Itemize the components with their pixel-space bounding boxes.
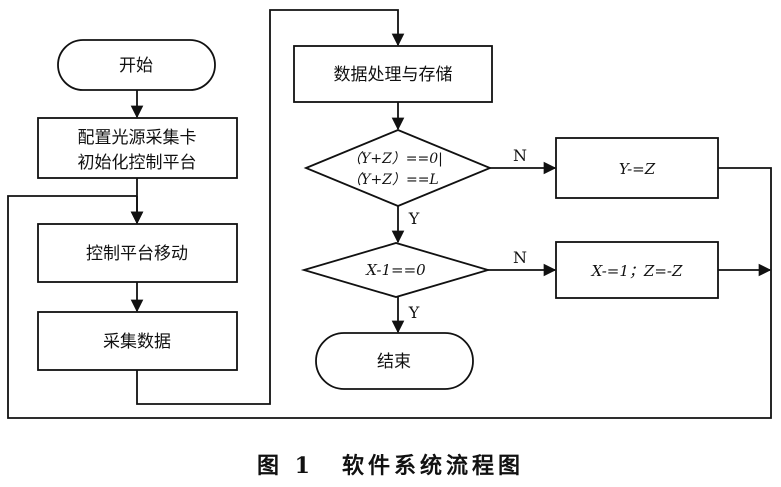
process-box	[293, 45, 493, 103]
config-label-line2: 初始化控制平台	[78, 153, 197, 173]
action1-label: Y-=Z	[619, 160, 656, 178]
figure-number: 图 1	[257, 453, 314, 479]
decision1-label-line1: （Y+Z）==0|	[347, 151, 443, 167]
decision2-label: X-1==0	[365, 261, 426, 279]
end-label: 结束	[377, 352, 411, 372]
config-label-line1: 配置光源采集卡	[78, 128, 197, 148]
branch-y1-label: Y	[408, 209, 420, 228]
arrow-collect-process	[136, 9, 405, 405]
move-label: 控制平台移动	[86, 244, 188, 264]
action2-label: X-=1；Z=-Z	[591, 262, 683, 280]
figure-title: 软件系统流程图	[341, 453, 524, 479]
collect-label: 采集数据	[103, 332, 171, 352]
action1-box	[555, 137, 719, 199]
branch-y2-label: Y	[408, 303, 420, 322]
process-label: 数据处理与存储	[334, 65, 453, 85]
start-label: 开始	[119, 56, 153, 76]
branch-n1-label: N	[513, 146, 527, 165]
branch-n2-label: N	[513, 248, 527, 267]
figure-caption: 图 1 软件系统流程图	[0, 448, 781, 480]
decision1-label-line2: （Y+Z）==L	[347, 172, 438, 188]
config-box	[37, 117, 238, 179]
loop-action1-return	[7, 167, 772, 419]
collect-box	[37, 311, 238, 371]
decision1-diamond	[303, 129, 493, 207]
